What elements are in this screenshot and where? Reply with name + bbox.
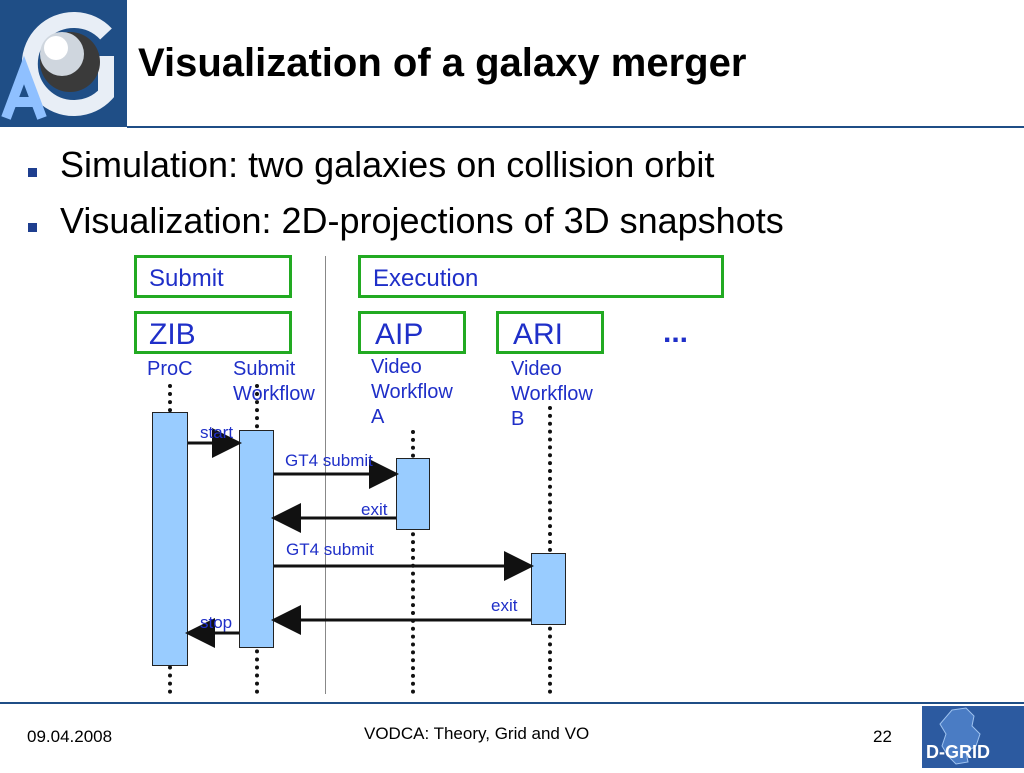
- activation-video-b: [531, 553, 566, 625]
- dgrid-logo-text: D-GRID: [926, 742, 990, 762]
- lane-label-line: Workflow: [233, 383, 315, 405]
- lane-label-video-a: Video Workflow A: [371, 355, 453, 430]
- activation-submit-workflow: [239, 430, 274, 648]
- message-label-exit-a: exit: [361, 500, 388, 519]
- site-box-aip: AIP: [358, 311, 466, 354]
- bullet-text: Visualization: 2D-projections of 3D snap…: [60, 200, 784, 241]
- lane-label-submit-workflow: Submit Workflow: [233, 357, 315, 407]
- message-label-exit-b: exit: [491, 596, 518, 615]
- message-label-stop: stop: [200, 613, 233, 632]
- dgrid-logo: D-GRID: [922, 706, 1024, 768]
- lane-label-proc: ProC: [147, 358, 193, 380]
- ag-logo-icon: [0, 0, 127, 127]
- site-label-aip: AIP: [375, 318, 424, 351]
- site-box-zib: ZIB: [134, 311, 292, 354]
- lane-label-line: Video: [371, 356, 422, 378]
- site-box-ari: ARI: [496, 311, 604, 354]
- title-divider: [127, 126, 1024, 128]
- footer-divider: [0, 702, 1024, 704]
- lane-label-line: Video: [511, 358, 562, 380]
- germany-map-icon: [939, 707, 981, 765]
- lane-label-line: Workflow: [371, 381, 453, 403]
- bullet-text: Simulation: two galaxies on collision or…: [60, 144, 715, 185]
- lifeline-video-a: [411, 430, 415, 694]
- lifeline-video-b: [548, 406, 552, 694]
- lane-label-line: Workflow: [511, 383, 593, 405]
- submit-group-box: Submit: [134, 255, 292, 298]
- message-label-gt4-submit-a: GT4 submit: [285, 451, 373, 470]
- submit-group-label: Submit: [149, 265, 224, 292]
- execution-group-label: Execution: [373, 265, 479, 292]
- bullet-marker: [28, 223, 37, 232]
- bullet-marker: [28, 168, 37, 177]
- site-label-ari: ARI: [513, 318, 564, 351]
- more-sites-ellipsis: ...: [663, 316, 689, 349]
- footer-date: 09.04.2008: [27, 727, 113, 746]
- ag-logo: [0, 0, 127, 127]
- lane-label-line: Submit: [233, 358, 296, 380]
- site-label-zib: ZIB: [149, 318, 196, 351]
- lane-label-line: A: [371, 406, 385, 428]
- execution-group-box: Execution: [358, 255, 724, 298]
- footer-title: VODCA: Theory, Grid and VO: [364, 724, 590, 743]
- message-label-start: start: [200, 423, 234, 442]
- message-label-gt4-submit-b: GT4 submit: [286, 540, 374, 559]
- activation-video-a: [396, 458, 430, 530]
- lane-label-line: B: [511, 408, 525, 430]
- lane-label-video-b: Video Workflow B: [511, 357, 593, 432]
- page-title: Visualization of a galaxy merger: [138, 41, 747, 85]
- footer-page-number: 22: [873, 727, 892, 746]
- activation-proc: [152, 412, 188, 666]
